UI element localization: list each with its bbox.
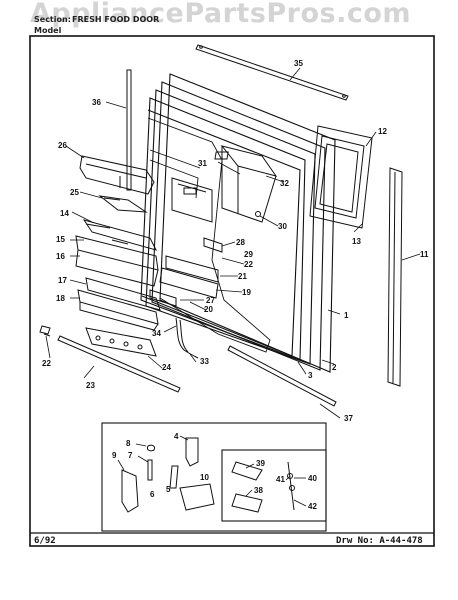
- part-37-strip: [227, 345, 337, 407]
- callout-4: 4: [174, 432, 179, 441]
- callout-17: 17: [58, 276, 67, 285]
- callout-24: 24: [162, 363, 171, 372]
- callout-6: 6: [150, 490, 155, 499]
- callout-7: 7: [128, 451, 133, 460]
- callout-5: 5: [166, 485, 171, 494]
- model-label: Model: [34, 26, 62, 35]
- callout-29: 29: [244, 250, 253, 259]
- part-19-21-shelf: [149, 255, 219, 307]
- callout-8: 8: [126, 439, 131, 448]
- part-36-strip: [126, 69, 132, 191]
- part-28-30-controls: [171, 177, 261, 253]
- callout-33: 33: [200, 357, 209, 366]
- callout-3: 3: [308, 371, 313, 380]
- callout-21: 21: [238, 272, 247, 281]
- callout-25: 25: [70, 188, 79, 197]
- callout-19: 19: [242, 288, 251, 297]
- callout-20: 20: [204, 305, 213, 314]
- door-liner: [147, 117, 271, 353]
- callout-38: 38: [254, 486, 263, 495]
- part-32-compartment: [214, 145, 278, 223]
- callout-22b: 22: [42, 359, 51, 368]
- footer-date: 6/92: [34, 536, 56, 546]
- callout-1: 1: [344, 311, 349, 320]
- callout-31: 31: [198, 159, 207, 168]
- callout-11: 11: [420, 250, 429, 259]
- footer-drawing-number: Drw No: A-44-478: [336, 536, 423, 546]
- callout-40: 40: [308, 474, 317, 483]
- callout-22a: 22: [244, 260, 253, 269]
- callout-27: 27: [206, 296, 215, 305]
- part-35-strip: [195, 44, 349, 101]
- callout-28: 28: [236, 238, 245, 247]
- callout-42: 42: [308, 502, 317, 511]
- part-callout-labels: 1 2 3 4 5 6 7 8 9 10 11 12 13 14 15 16 1…: [42, 59, 429, 511]
- callout-2: 2: [332, 363, 337, 372]
- callout-39: 39: [256, 459, 265, 468]
- part-26-bin: [79, 155, 155, 195]
- part-11-strip: [387, 167, 403, 387]
- callout-14: 14: [60, 209, 69, 218]
- part-12-13-frame: [309, 125, 373, 229]
- callout-13: 13: [352, 237, 361, 246]
- section-label: Section:: [34, 15, 71, 24]
- part-33-34-harness: [175, 317, 199, 359]
- callout-23: 23: [86, 381, 95, 390]
- callout-leaders: [45, 67, 421, 507]
- hinge-parts: [121, 437, 295, 513]
- part-14-16-shelf: [75, 219, 159, 287]
- callout-9: 9: [112, 451, 117, 460]
- part-17-18-shelf: [77, 277, 161, 331]
- callout-30: 30: [278, 222, 287, 231]
- callout-10: 10: [200, 473, 209, 482]
- callout-35: 35: [294, 59, 303, 68]
- watermark: AppliancePartsPros.com: [30, 0, 412, 29]
- callout-18: 18: [56, 294, 65, 303]
- part-24-rail: [85, 327, 157, 357]
- callout-37: 37: [344, 414, 353, 423]
- callout-26: 26: [58, 141, 67, 150]
- callout-12: 12: [378, 127, 387, 136]
- callout-36: 36: [92, 98, 101, 107]
- callout-16: 16: [56, 252, 65, 261]
- part-22-clip: [39, 325, 51, 337]
- section-value: FRESH FOOD DOOR: [72, 15, 160, 24]
- callout-41: 41: [276, 475, 285, 484]
- diagram-frame: [29, 35, 435, 547]
- callout-32: 32: [280, 179, 289, 188]
- part-23-strip: [57, 335, 181, 393]
- hinge-detail-box: [101, 422, 327, 532]
- callout-15: 15: [56, 235, 65, 244]
- door-outer-panel: [140, 73, 336, 373]
- part-25-plate: [98, 195, 148, 213]
- callout-34: 34: [152, 329, 161, 338]
